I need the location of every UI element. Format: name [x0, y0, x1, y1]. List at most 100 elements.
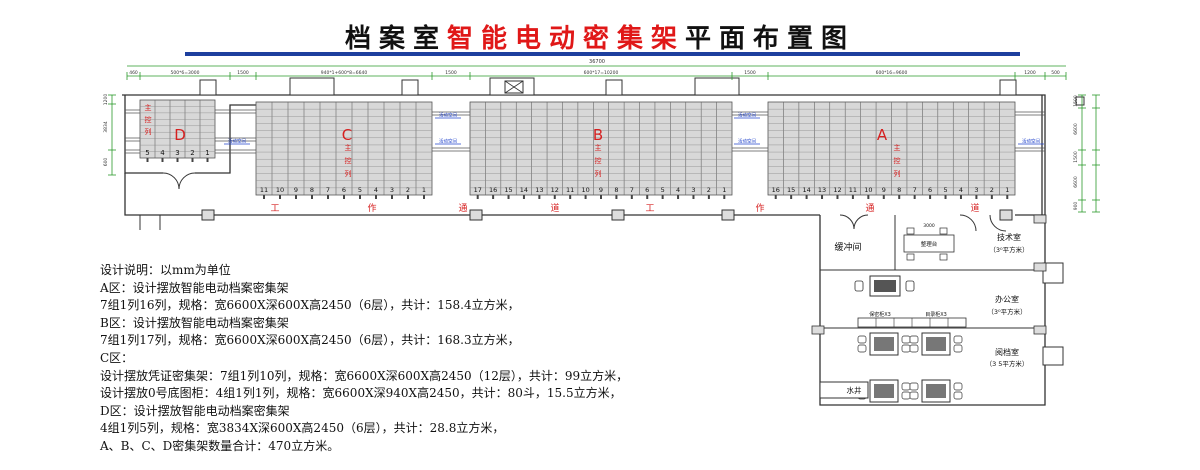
- shelf-column-number: 15: [504, 186, 512, 194]
- shelf-column-number: 13: [535, 186, 543, 194]
- chair: [953, 335, 963, 344]
- chair: [909, 335, 919, 344]
- shelf-column-number: 5: [943, 186, 947, 194]
- note-line: 设计摆放0号底图柜：4组1列1列，规格：宽6600X深940X高2450，共计：…: [100, 386, 622, 401]
- shelf-column-foot: [295, 195, 297, 199]
- shelf-column-number: 14: [802, 186, 810, 194]
- building-structure: [122, 77, 1085, 232]
- control-column-text: 列: [595, 169, 602, 178]
- room-reading-name: 阅档室: [995, 347, 1019, 357]
- wall-column: [1033, 214, 1047, 224]
- dimension-right-label: 6600: [1073, 176, 1079, 188]
- work-aisle-char: 作: [367, 202, 376, 214]
- shelf-column-number: 8: [897, 186, 901, 194]
- shelf-column-foot: [975, 195, 978, 199]
- zone-label: D: [174, 126, 186, 144]
- chair: [939, 227, 948, 235]
- reading-table-top: [926, 337, 946, 351]
- annex-wall: [819, 215, 1046, 406]
- shelf-column-foot: [851, 195, 854, 199]
- wall-column: [201, 209, 215, 221]
- door-arc: [989, 214, 1007, 232]
- corridor-arrow-label: 活动空间: [439, 112, 457, 119]
- outer-wall-top: [122, 94, 1046, 216]
- control-column-text: 主: [345, 143, 352, 152]
- door-arc: [162, 172, 196, 190]
- wall-column: [999, 209, 1013, 221]
- shelf-column-number: 16: [772, 186, 780, 194]
- control-column-text: 列: [345, 169, 352, 178]
- dimension-right-label: 1500: [1073, 151, 1079, 163]
- shelf-column-number: 15: [787, 186, 795, 194]
- window-recess: [694, 77, 740, 96]
- corridor-arrow-label: 活动空间: [228, 138, 246, 145]
- work-aisle-char: 通: [458, 203, 467, 214]
- chair: [906, 253, 915, 261]
- chair: [953, 344, 963, 353]
- chair: [939, 253, 948, 261]
- corridor-label: 活动空间: [734, 138, 760, 145]
- dimension-left-label: 3834: [103, 121, 109, 133]
- door-arc: [959, 214, 977, 232]
- shelf-column-foot: [630, 195, 633, 199]
- wall-column: [811, 325, 825, 335]
- shelf-column-number: 12: [551, 186, 559, 194]
- room-office-name: 办公室: [995, 294, 1019, 304]
- shelf-column-foot: [176, 158, 179, 162]
- room-reading-area: （3 5平方米）: [986, 359, 1029, 368]
- note-line: 7组1列16列，规格：宽6600X深600X高2450（6层），共计：158.4…: [100, 298, 520, 313]
- shelf-column-foot: [391, 195, 393, 199]
- shelf-column-number: 1: [1005, 186, 1009, 194]
- shelf-column-number: 5: [661, 186, 665, 194]
- shelf-column-number: 2: [707, 186, 711, 194]
- shelf-column-foot: [615, 195, 618, 199]
- corridor-arrow-label: 活动空间: [738, 112, 756, 119]
- wall-column: [1033, 325, 1047, 335]
- work-aisle-char: 工: [270, 204, 279, 214]
- shelf-column-number: 9: [882, 186, 886, 194]
- shelf-column-foot: [944, 195, 947, 199]
- dimension-top-label: 1200: [1024, 70, 1036, 76]
- chair: [854, 280, 864, 292]
- shelf-column-number: 10: [276, 186, 284, 194]
- cabinet-label: 保密柜X3: [869, 311, 891, 318]
- chair: [901, 344, 911, 353]
- shelf-column-foot: [522, 195, 525, 199]
- wall-column: [1075, 96, 1085, 106]
- dimension-right-label: 900: [1073, 202, 1079, 211]
- dimension-top-label: 1500: [744, 70, 756, 76]
- control-column-text: 控: [894, 156, 901, 165]
- shelf-column-number: 3: [390, 186, 394, 194]
- shelf-column-number: 11: [260, 186, 268, 194]
- office-desk-top: [874, 280, 896, 292]
- shelf-column-number: 2: [990, 186, 994, 194]
- note-line: A区：设计摆放智能电动档案密集架: [100, 280, 289, 295]
- shelf-column-foot: [375, 195, 377, 199]
- chair: [909, 344, 919, 353]
- shelf-column-number: 4: [959, 186, 963, 194]
- shelf-column-number: 9: [599, 186, 603, 194]
- shelf-column-number: 1: [205, 149, 209, 157]
- chair: [857, 344, 867, 353]
- shelf-column-number: 4: [160, 149, 165, 157]
- shelf-column-foot: [692, 195, 695, 199]
- shelf-column-foot: [311, 195, 313, 199]
- dimension-top-label: 600*17=10200: [584, 70, 619, 76]
- shelf-column-number: 6: [342, 186, 346, 194]
- note-line: A、B、C、D密集架数量合计：470立方米。: [100, 438, 340, 453]
- shelf-column-number: 1: [722, 186, 726, 194]
- shelf-column-number: 10: [864, 186, 872, 194]
- shelf-column-number: 12: [833, 186, 841, 194]
- shelf-block: [139, 99, 216, 159]
- dimension-left-label: 600: [103, 158, 109, 167]
- water-well-label: 水井: [847, 385, 862, 395]
- window-recess: [1042, 346, 1064, 366]
- chair: [901, 391, 911, 400]
- shelf-column-foot: [492, 195, 495, 199]
- reading-table-top: [874, 384, 894, 398]
- zone-label: B: [593, 126, 603, 144]
